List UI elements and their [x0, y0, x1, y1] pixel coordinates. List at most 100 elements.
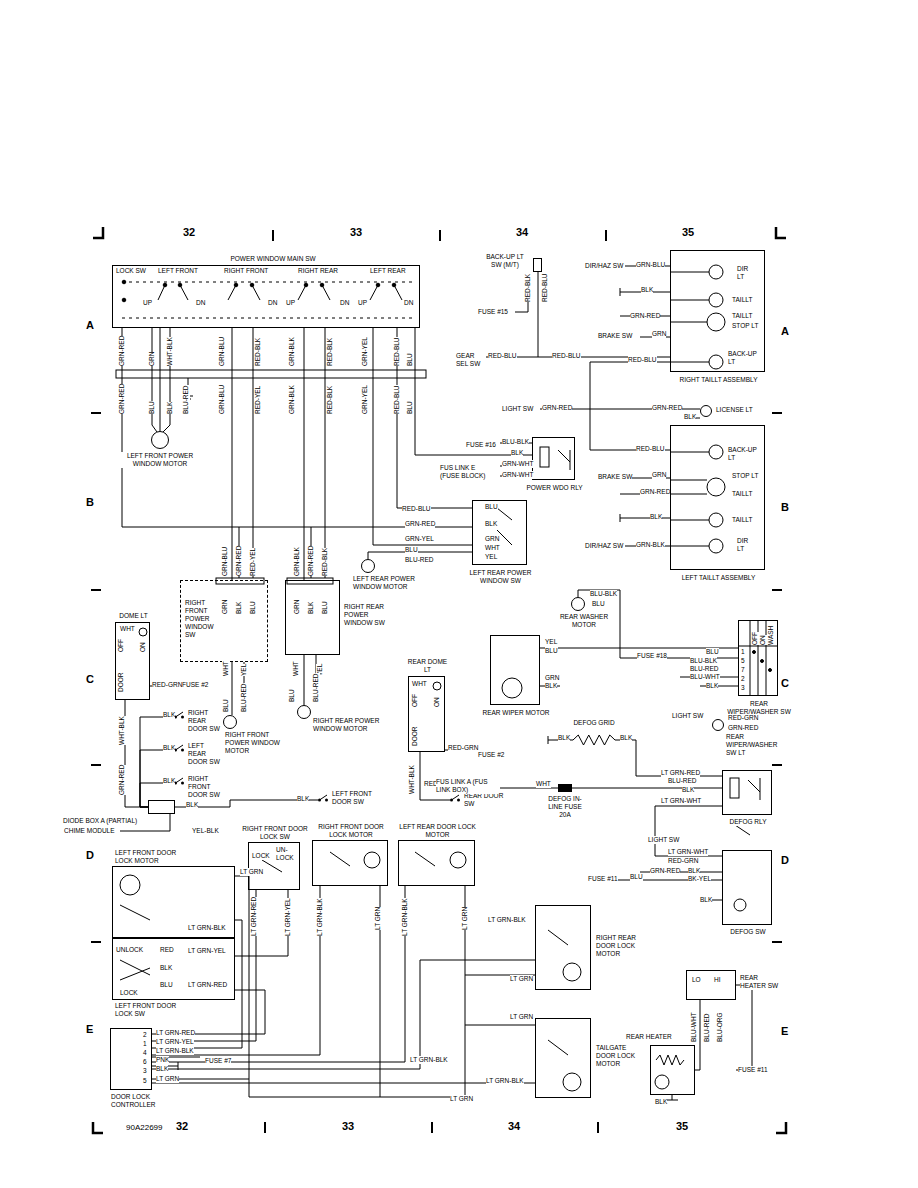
component-name: RIGHT REAR POWER WINDOW MOTOR	[313, 717, 383, 733]
switch-grid	[753, 651, 756, 654]
circuit-label: BLK	[545, 682, 557, 690]
wire-label: WASH	[767, 626, 775, 645]
circuit-label: TAILLT	[732, 296, 752, 304]
wire-line	[620, 478, 670, 546]
component-box: DEFOG SW	[722, 850, 772, 925]
grid-reference: A	[781, 325, 789, 337]
component-name: REAR HEATER SW	[740, 974, 780, 990]
circuit-label: RED-BLU	[552, 352, 581, 360]
circuit-label: DIR/HAZ SW	[585, 542, 623, 550]
grid-reference: B	[86, 496, 94, 508]
circuit-label: GRN-RED	[630, 312, 660, 320]
wire-label: RED-BLU	[393, 385, 401, 414]
wire-label: WHT	[222, 661, 230, 676]
circuit-label: LT GRN-BLK	[410, 1056, 448, 1064]
circuit-label: BLK	[682, 786, 694, 794]
motor-symbol	[120, 875, 140, 895]
circuit-label: BLK	[297, 795, 309, 803]
switch-contact	[122, 280, 412, 318]
circuit-label: FUSE #2	[182, 681, 208, 689]
circle-outline	[572, 598, 585, 611]
circle-symbol: LICENSE LT	[700, 405, 712, 417]
wire-label: GRN-RED	[118, 384, 126, 414]
circuit-label: BRAKE SW	[598, 473, 632, 481]
component-box: LEFT REAR POWER WINDOW SW	[472, 500, 527, 565]
component-box: DIODE BOX A (PARTIAL)	[148, 800, 175, 814]
circuit-label: BLU	[160, 981, 173, 989]
circuit-label: LEFT FRONT	[158, 267, 198, 275]
wire-connector	[152, 886, 405, 1062]
circuit-label: BRAKE SW	[598, 332, 632, 340]
wire-label: GRN	[221, 600, 229, 614]
relay-symbol	[558, 450, 570, 470]
component-name: REAR WIPER MOTOR	[482, 709, 549, 717]
switch-contact	[181, 749, 184, 752]
circuit-label: BLU-BLK	[690, 657, 717, 665]
wire-label: BLU	[222, 699, 230, 712]
circle-outline	[298, 706, 311, 719]
circuit-label: LIGHT SW	[502, 405, 533, 413]
circuit-label: BLU-RED	[690, 665, 719, 673]
wire-label: RED-YEL	[249, 548, 257, 576]
wire-connector	[152, 920, 242, 1048]
lamp-symbol	[433, 682, 441, 690]
circuit-label: DN	[404, 299, 413, 307]
component-name: LEFT REAR POWER WINDOW SW	[459, 569, 542, 585]
wire-label: ON	[759, 635, 767, 645]
circle-symbol	[700, 405, 712, 417]
wire-label: GRN-RED	[118, 336, 126, 366]
circuit-label: BLU-BLK	[590, 590, 617, 598]
component-box: POWER WDO RLY	[532, 437, 575, 480]
wire-label: LT GRN	[461, 907, 469, 930]
heater-symbol	[655, 1055, 684, 1089]
circuit-label: WHT	[485, 544, 500, 552]
circuit-label: BLK	[163, 777, 175, 785]
wire-line	[244, 655, 316, 712]
circuit-label: WHT	[120, 625, 135, 633]
wire-label: BLU	[406, 353, 414, 366]
wire-connector	[304, 328, 305, 580]
wire-line	[120, 266, 752, 1100]
circuit-label: LT GRN	[156, 1075, 179, 1083]
motor-symbol	[563, 1073, 581, 1091]
frame-mark	[776, 227, 786, 238]
circuit-label: STOP LT	[732, 472, 758, 480]
wire-label: GRN-YEL	[361, 385, 369, 414]
connector-block	[287, 578, 333, 584]
wire-line	[235, 876, 535, 1097]
component-name: DEFOG IN-LINE FUSE 20A	[542, 795, 588, 819]
circuit-label: BLU-WHT	[690, 673, 720, 681]
circuit-label: GRN-RED	[650, 867, 680, 875]
component-name: RIGHT FRONT DOOR SW	[188, 775, 222, 799]
wire-label: LT GRN-YEL	[284, 898, 292, 936]
wire-connector	[152, 890, 256, 1041]
wire-line	[122, 328, 472, 527]
circuit-label: BLK	[186, 801, 198, 809]
component-name: LEFT FRONT DOOR SW	[332, 790, 376, 806]
wire-label: LT GRN-BLK	[401, 898, 409, 936]
wire-label: RED-YEL	[254, 386, 262, 414]
circuit-label: GRN-RED	[728, 724, 758, 732]
circuit-label: LT GRN-BLK	[156, 1047, 194, 1055]
circuit-label: BLU	[592, 600, 605, 608]
grid-reference: 35	[676, 1120, 688, 1132]
circuit-label: YEL	[545, 638, 557, 646]
motor-symbol	[563, 963, 581, 981]
circuit-label: GRN	[652, 330, 666, 338]
circuit-label: 1	[741, 648, 745, 656]
circuit-label: LIGHT SW	[648, 836, 679, 844]
component-box: RIGHT FRONT POWER WINDOW SW	[180, 580, 268, 662]
circuit-label: BLK	[655, 1098, 667, 1106]
switch-contact	[181, 716, 184, 719]
wire-label: RED-BLK	[254, 338, 262, 366]
lamp-symbol	[707, 313, 725, 331]
wire-line	[235, 890, 288, 956]
circle-outline	[701, 406, 712, 417]
frame-mark	[93, 1122, 103, 1133]
switch-contact	[158, 285, 402, 300]
circle-symbol: LEFT REAR POWER WINDOW MOTOR	[361, 559, 375, 573]
component-name: REAR DOME LT	[404, 658, 451, 674]
wire-connector	[572, 788, 722, 789]
wire-connector	[538, 272, 670, 357]
lamp-symbol	[709, 539, 723, 553]
